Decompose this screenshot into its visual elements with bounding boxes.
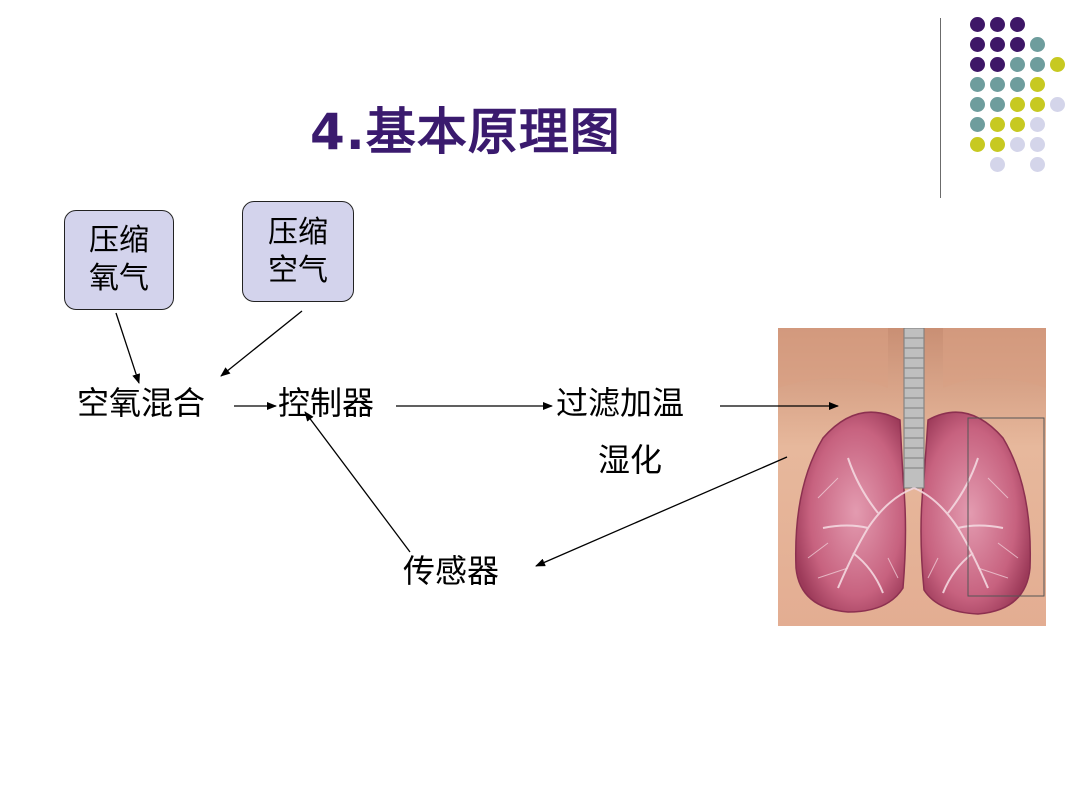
decorative-dot <box>1010 97 1025 112</box>
decorative-dot <box>970 57 985 72</box>
decorative-dot <box>990 57 1005 72</box>
decorative-dot <box>1030 57 1045 72</box>
decorative-dot <box>990 77 1005 92</box>
decorative-dot <box>970 37 985 52</box>
decorative-dot <box>970 137 985 152</box>
decorative-dot <box>970 17 985 32</box>
decorative-dot <box>970 77 985 92</box>
decorative-dot <box>1010 37 1025 52</box>
decorative-dot <box>970 97 985 112</box>
decorative-dot <box>1030 157 1045 172</box>
decorative-dot <box>1050 57 1065 72</box>
decorative-dot <box>1030 77 1045 92</box>
compressed-air-box: 压缩 空气 <box>242 201 354 302</box>
decorative-dot <box>1010 117 1025 132</box>
arrow-air-to-mixer <box>220 310 303 377</box>
arrow-sensor-to-controller <box>304 411 411 553</box>
decorative-dot <box>1010 17 1025 32</box>
decorative-dot <box>990 137 1005 152</box>
decorative-dot <box>1010 137 1025 152</box>
sensor-node: 传感器 <box>403 552 500 590</box>
decorative-dot <box>1030 117 1045 132</box>
decorative-dot <box>1030 137 1045 152</box>
decorative-dot <box>1010 77 1025 92</box>
decorative-dot <box>990 17 1005 32</box>
decorative-dot <box>1050 97 1065 112</box>
decorative-dot <box>1010 57 1025 72</box>
decorative-dot <box>990 37 1005 52</box>
slide-title: 4.基本原理图 <box>310 103 621 161</box>
controller-node: 控制器 <box>278 384 375 422</box>
filter-heat-node: 过滤加温 <box>556 384 685 422</box>
compressed-oxygen-label: 压缩 氧气 <box>89 223 149 296</box>
compressed-oxygen-box: 压缩 氧气 <box>64 210 174 310</box>
decorative-dot <box>990 157 1005 172</box>
lungs-image <box>778 328 1046 626</box>
header-divider-line <box>940 18 941 198</box>
decorative-dot <box>970 117 985 132</box>
decorative-dot <box>990 117 1005 132</box>
decorative-dot <box>1030 97 1045 112</box>
arrow-lungs-to-sensor <box>535 456 788 567</box>
arrow-oxygen-to-mixer <box>115 312 140 384</box>
compressed-air-label: 压缩 空气 <box>268 214 328 288</box>
humidify-node: 湿化 <box>598 441 663 479</box>
lungs-illustration <box>778 328 1046 626</box>
decorative-dot <box>990 97 1005 112</box>
decorative-dot <box>1030 37 1045 52</box>
air-oxygen-mixer-node: 空氧混合 <box>77 384 206 422</box>
